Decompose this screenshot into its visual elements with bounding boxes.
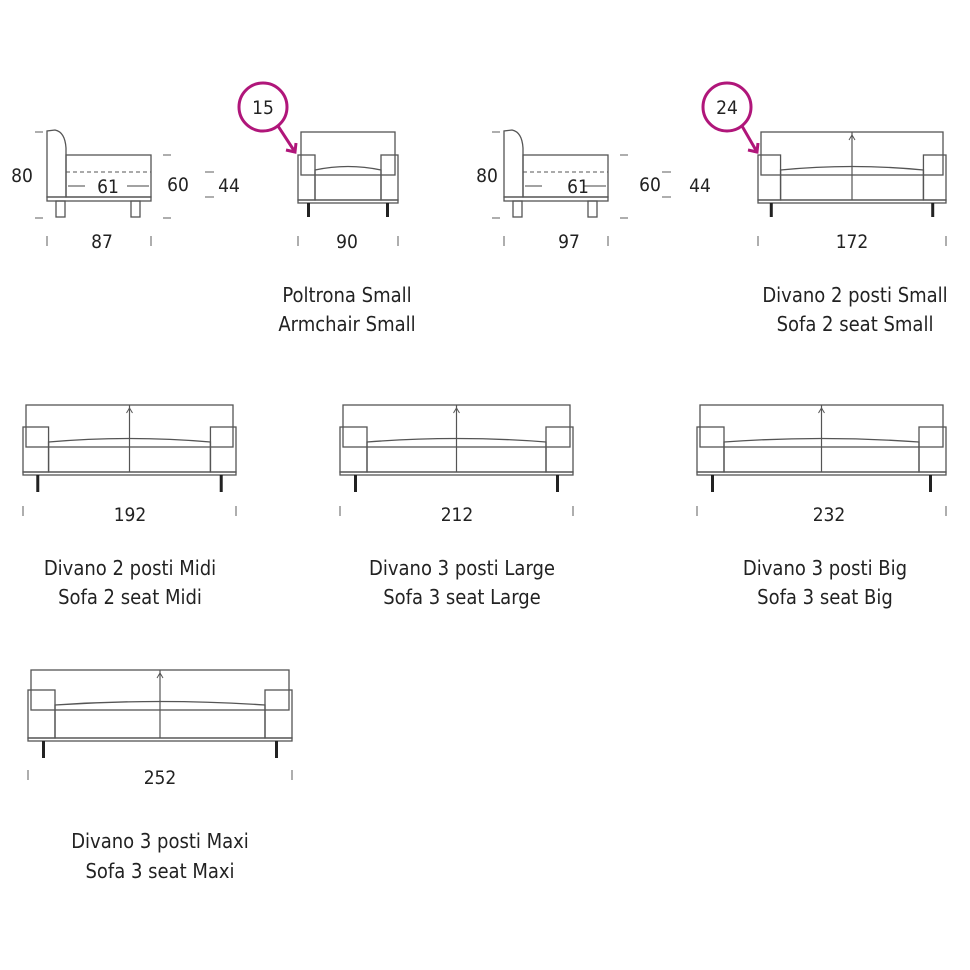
divider-arrow-icon — [453, 407, 460, 414]
base-frame — [27, 737, 293, 742]
divider-arrow-icon — [818, 407, 825, 414]
leg — [130, 200, 141, 218]
front-view-drawing — [22, 404, 237, 516]
badge-24: 24 — [701, 81, 760, 154]
name-english: Sofa 3 seat Big — [757, 585, 893, 609]
width-label: 232 — [813, 504, 846, 526]
front-view-drawing — [696, 404, 947, 516]
seat-cushion — [522, 154, 609, 198]
name-italian: Divano 3 posti Maxi — [71, 829, 249, 853]
width-label: 172 — [836, 231, 869, 253]
base-frame — [297, 199, 399, 204]
arrow-icon — [740, 125, 760, 154]
base-frame — [757, 199, 947, 204]
name-english: Sofa 2 seat Midi — [58, 585, 202, 609]
model-sofa-3-seat-maxi: 252 Divano 3 posti Maxi Sofa 3 seat Maxi — [71, 767, 249, 883]
side-view-drawing — [35, 129, 214, 246]
badge-circle — [701, 81, 753, 133]
model-sofa-3-seat-big: 232 Divano 3 posti Big Sofa 3 seat Big — [743, 504, 907, 609]
armrest-left — [27, 689, 56, 739]
front-view-drawing — [757, 131, 947, 246]
name-english: Sofa 2 seat Small — [777, 312, 934, 336]
base-frame — [22, 471, 237, 476]
side-view-1-labels: 80 61 60 44 87 — [11, 165, 240, 253]
model-sofa-3-seat-large: 212 Divano 3 posti Large Sofa 3 seat Lar… — [369, 504, 555, 609]
backrest-profile — [46, 129, 67, 198]
width-label: 252 — [144, 767, 177, 789]
armrest-left — [696, 426, 725, 473]
divider-arrow-icon — [156, 672, 164, 679]
base-frame — [339, 471, 574, 476]
seat-depth-label: 61 — [97, 176, 119, 198]
armrest-right — [209, 426, 237, 473]
badge-number: 24 — [716, 97, 738, 119]
backrest-profile — [503, 129, 524, 198]
name-italian: Divano 2 posti Small — [762, 283, 947, 307]
depth-label: 97 — [558, 231, 580, 253]
name-italian: Divano 3 posti Big — [743, 556, 907, 580]
leg — [55, 200, 66, 218]
model-sofa-2-seat-midi: 192 Divano 2 posti Midi Sofa 2 seat Midi — [44, 504, 216, 609]
badge-15: 15 — [237, 81, 298, 154]
seat-depth-label: 61 — [567, 176, 589, 198]
leg — [587, 200, 598, 218]
height-label: 80 — [11, 165, 33, 187]
armrest-right — [918, 426, 947, 473]
width-label: 90 — [336, 231, 358, 253]
divider-arrow-icon — [126, 407, 133, 414]
armrest-left — [22, 426, 50, 473]
base-frame — [696, 471, 947, 476]
depth-label: 87 — [91, 231, 113, 253]
seat-height-label: 44 — [689, 175, 711, 197]
base-frame — [46, 196, 152, 202]
width-label: 192 — [114, 504, 147, 526]
name-italian: Poltrona Small — [282, 283, 411, 307]
drawings — [22, 129, 947, 780]
name-english: Sofa 3 seat Large — [383, 585, 540, 609]
name-italian: Divano 3 posti Large — [369, 556, 555, 580]
side-view-drawing — [492, 129, 671, 246]
armrest-right — [264, 689, 293, 739]
front-view-drawing — [339, 404, 574, 516]
side-view-2-labels: 80 61 60 44 97 — [476, 165, 711, 253]
badge-number: 15 — [252, 97, 274, 119]
name-english: Armchair Small — [278, 312, 415, 336]
width-label: 212 — [441, 504, 474, 526]
height-label: 80 — [476, 165, 498, 187]
badge-circle — [237, 81, 289, 133]
armrest-left — [339, 426, 368, 473]
arm-height-label: 60 — [639, 174, 661, 196]
seat-cushion — [314, 165, 382, 201]
arm-height-label: 60 — [167, 174, 189, 196]
name-english: Sofa 3 seat Maxi — [85, 859, 234, 883]
armrest-right — [545, 426, 574, 473]
front-view-drawing — [27, 669, 293, 780]
front-view-drawing — [297, 131, 399, 246]
arrow-icon — [276, 125, 298, 154]
base-frame — [503, 196, 609, 202]
leg — [512, 200, 523, 218]
backrest — [300, 131, 396, 176]
model-sofa-2-seat-small: 172 Divano 2 posti Small Sofa 2 seat Sma… — [762, 231, 947, 336]
divider-arrow-icon — [848, 134, 856, 141]
name-italian: Divano 2 posti Midi — [44, 556, 216, 580]
model-armchair-small: 90 Poltrona Small Armchair Small — [278, 231, 415, 336]
seat-height-label: 44 — [218, 175, 240, 197]
